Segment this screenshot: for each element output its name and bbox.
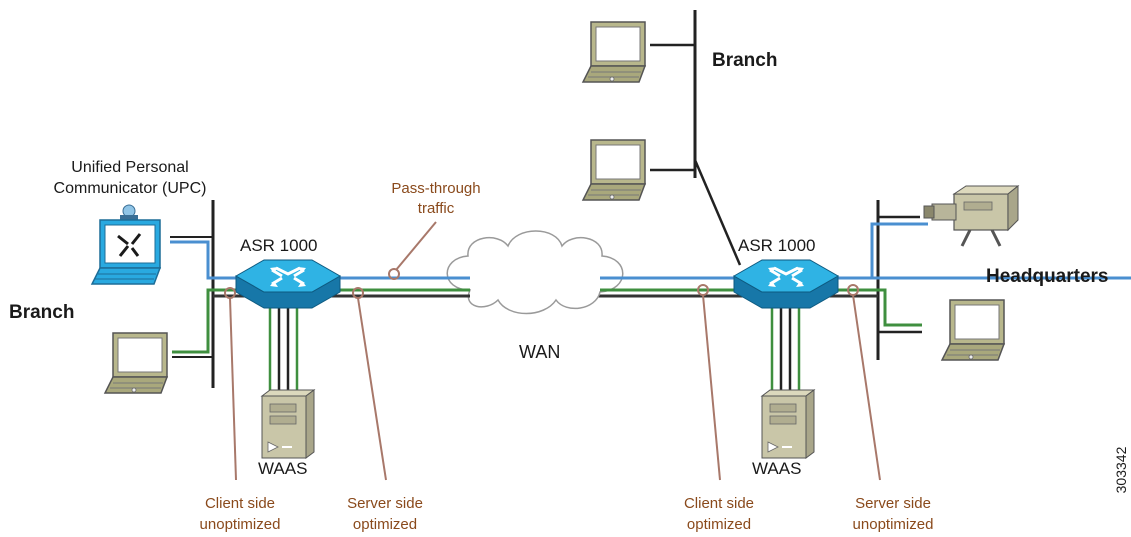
asr-label-left: ASR 1000 <box>240 236 318 255</box>
waas-label-right: WAAS <box>752 459 801 478</box>
laptop-icon <box>582 139 646 201</box>
callout-client-opt <box>697 284 721 481</box>
cloud-icon <box>446 230 624 315</box>
laptop-icon <box>941 299 1005 361</box>
link-top-branch-router <box>693 159 742 266</box>
branch-label-top: Branch <box>712 50 777 71</box>
headquarters-label: Headquarters <box>986 266 1109 287</box>
upc-laptop-icon <box>90 204 162 285</box>
link-blue-camera <box>840 222 928 280</box>
router-icon <box>234 258 342 310</box>
figure-id: 303342 <box>1113 446 1129 493</box>
server-opt-label-line1: Server side <box>347 495 423 512</box>
upc-label-line1: Unified Personal <box>71 159 188 176</box>
callout-client-unopt <box>224 287 237 481</box>
client-unopt-label-line2: unoptimized <box>200 516 281 533</box>
laptop-icon <box>582 21 646 83</box>
callout-server-unopt <box>847 284 881 481</box>
asr-label-right: ASR 1000 <box>738 236 816 255</box>
router-icon <box>732 258 840 310</box>
wan-label: WAN <box>519 342 560 362</box>
callout-server-opt <box>352 287 387 481</box>
server-icon <box>261 389 315 459</box>
server-unopt-label-line1: Server side <box>855 495 931 512</box>
waas-label-left: WAAS <box>258 459 307 478</box>
server-opt-label-line2: optimized <box>353 516 417 533</box>
upc-label-line2: Communicator (UPC) <box>54 180 207 197</box>
video-camera-icon <box>923 184 1020 247</box>
client-opt-label-line1: Client side <box>684 495 754 512</box>
passthrough-label-line2: traffic <box>418 200 455 217</box>
laptop-icon <box>104 332 168 394</box>
link-waas-left <box>268 305 299 392</box>
link-waas-right <box>770 305 801 392</box>
client-opt-label-line2: optimized <box>687 516 751 533</box>
server-unopt-label-line2: unoptimized <box>853 516 934 533</box>
server-icon <box>761 389 815 459</box>
passthrough-label-line1: Pass-through <box>391 180 480 197</box>
branch-label-left: Branch <box>9 302 74 323</box>
client-unopt-label-line1: Client side <box>205 495 275 512</box>
callout-passthrough <box>388 221 437 280</box>
